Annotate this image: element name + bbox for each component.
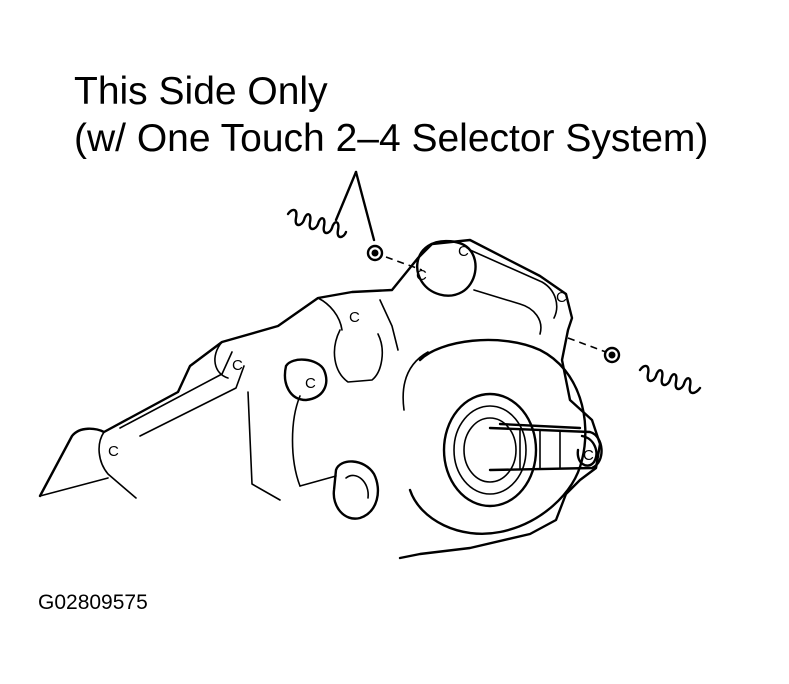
bolt-label: C [232,357,243,374]
bolt-label: C [108,443,119,460]
alignment-dash-right [567,337,607,353]
spring-icon [638,364,702,395]
bolt-label: C [458,243,469,260]
bolt-label: C [305,375,316,392]
callout-title-line-2: (w/ One Touch 2–4 Selector System) [74,117,709,160]
callout-leader-lines [334,170,376,242]
bolt-labels: C C C C C C C C [108,243,594,464]
check-ball-icon [603,346,621,364]
bolt-label: C [556,289,567,306]
bolt-label: C [583,447,594,464]
transfer-case-housing-icon [38,238,602,560]
bolt-label: C [349,309,360,326]
callout-title-line-1: This Side Only [74,70,328,113]
bolt-label: C [416,267,427,284]
output-shaft-icon [488,422,603,472]
check-ball-icon [366,244,384,262]
figure-id: G02809575 [38,591,148,614]
spring-icon [286,208,348,239]
alignment-dash-left [385,256,423,271]
